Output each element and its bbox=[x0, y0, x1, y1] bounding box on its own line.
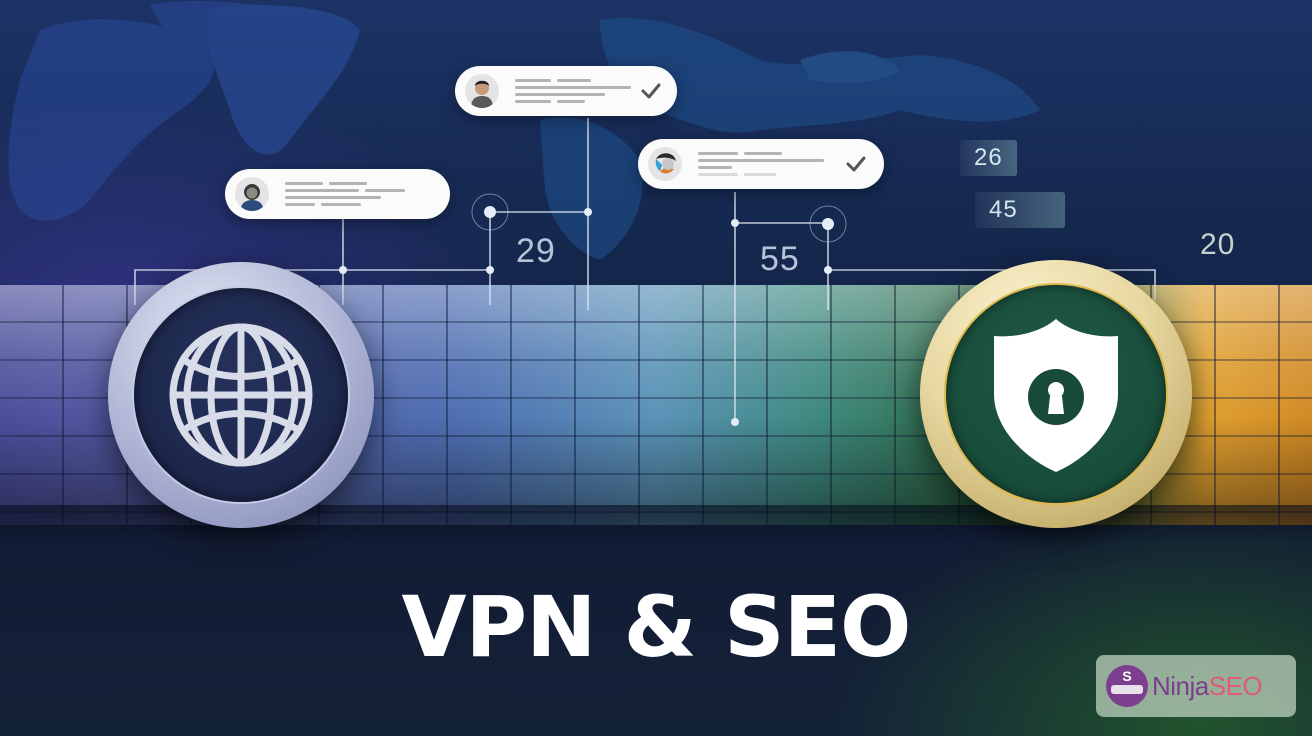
metric-chip: 45 bbox=[975, 192, 1065, 228]
metric-chip: 26 bbox=[960, 140, 1017, 176]
activity-card bbox=[638, 139, 884, 189]
metric-value: 55 bbox=[760, 240, 800, 278]
activity-card bbox=[455, 66, 677, 116]
shield-lock-icon bbox=[994, 319, 1118, 472]
user-avatar-icon bbox=[465, 74, 499, 108]
metric-value: 20 bbox=[1200, 228, 1236, 261]
checkmark-icon bbox=[641, 83, 661, 99]
shield-badge bbox=[920, 260, 1192, 528]
globe-badge bbox=[108, 262, 374, 528]
brand-name: NinjaSEO bbox=[1152, 670, 1263, 701]
page-title: VPN & SEO bbox=[401, 578, 912, 676]
card-text-placeholder bbox=[515, 79, 631, 103]
metric-value: 29 bbox=[516, 232, 556, 270]
user-avatar-icon bbox=[648, 147, 682, 181]
metric-value: 45 bbox=[989, 196, 1018, 223]
card-text-placeholder bbox=[698, 152, 836, 176]
activity-card bbox=[225, 169, 450, 219]
ninja-mask-icon: S bbox=[1106, 665, 1148, 707]
ninjaseo-logo[interactable]: S NinjaSEO bbox=[1096, 655, 1296, 717]
checkmark-icon bbox=[846, 156, 866, 172]
world-map-background bbox=[8, 0, 1040, 260]
user-avatar-icon bbox=[235, 177, 269, 211]
metric-value: 26 bbox=[974, 144, 1003, 171]
globe-icon bbox=[169, 323, 313, 467]
card-text-placeholder bbox=[285, 182, 434, 206]
